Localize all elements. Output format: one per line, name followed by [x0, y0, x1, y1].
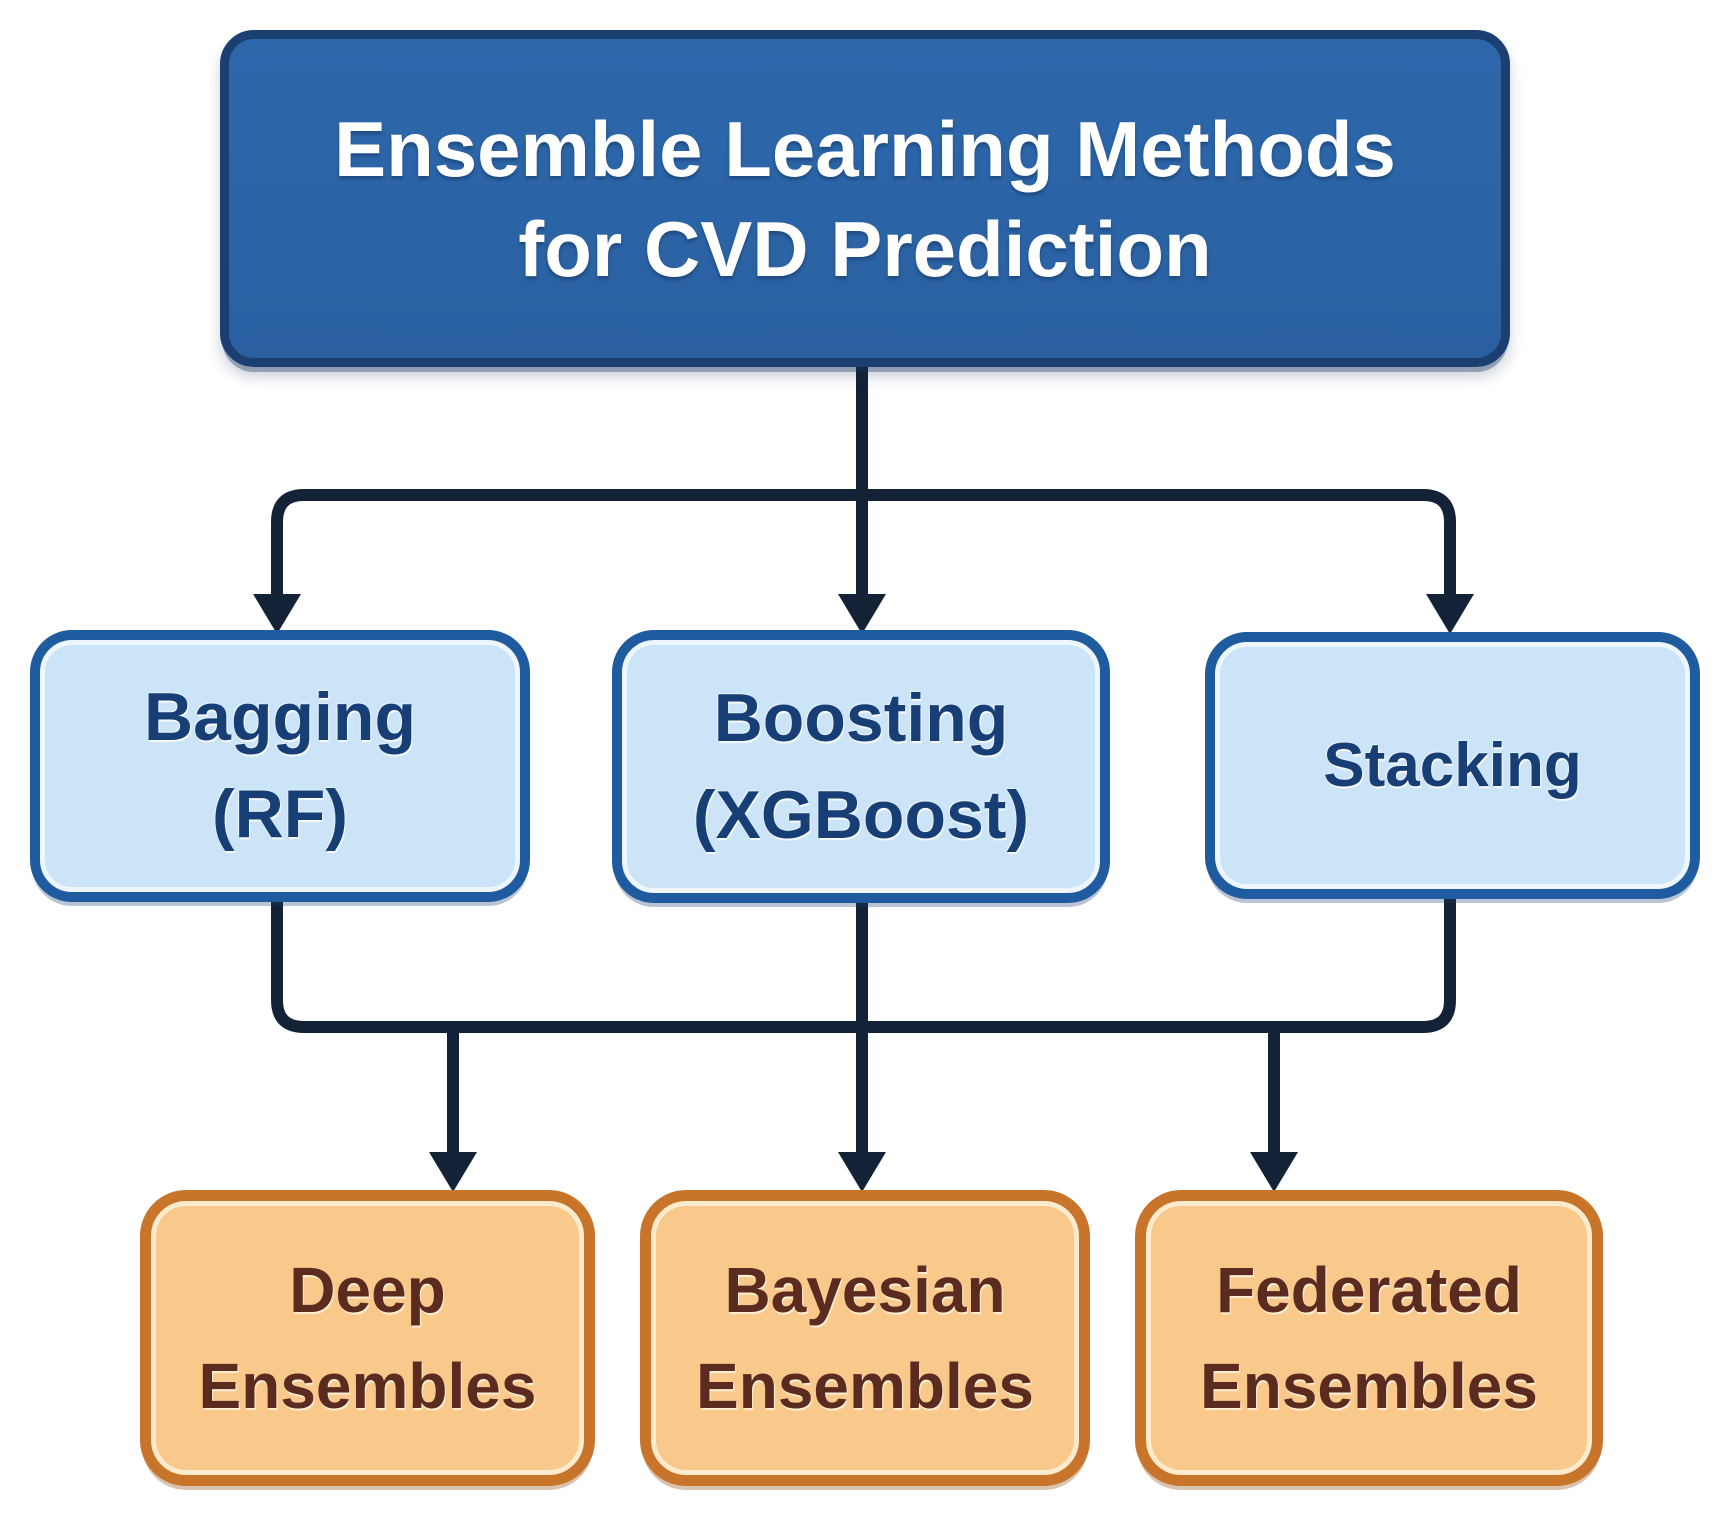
bayesian-label-line2: Ensembles [696, 1350, 1034, 1422]
arrowhead-into-federated-icon [1250, 1152, 1298, 1192]
arrowhead-into-bayesian-icon [838, 1152, 886, 1192]
stacking-label-line1: Stacking [1323, 731, 1582, 800]
federated-label-line2: Ensembles [1200, 1350, 1538, 1422]
node-bagging: Bagging (RF) [30, 630, 530, 902]
root-title-line2: for CVD Prediction [518, 204, 1212, 293]
node-boosting: Boosting (XGBoost) [612, 630, 1110, 903]
boosting-label-line1: Boosting [713, 679, 1009, 756]
node-deep-ensembles: Deep Ensembles [140, 1190, 595, 1486]
root-title-line1: Ensemble Learning Methods [334, 104, 1396, 193]
edge-root-split-bus [271, 489, 1456, 598]
node-federated-ensembles: Federated Ensembles [1135, 1190, 1603, 1486]
node-bayesian-ensembles: Bayesian Ensembles [640, 1190, 1090, 1486]
arrowhead-into-deep-icon [429, 1152, 477, 1192]
federated-label-line1: Federated [1216, 1254, 1522, 1326]
bayesian-label-line1: Bayesian [724, 1254, 1006, 1326]
node-stacking: Stacking [1205, 632, 1700, 899]
arrowhead-into-bagging-icon [253, 594, 301, 634]
deep-label-line1: Deep [289, 1254, 446, 1326]
boosting-label-line2: (XGBoost) [692, 776, 1030, 853]
bagging-label-line2: (RF) [212, 776, 348, 852]
arrowhead-into-stacking-icon [1426, 594, 1474, 634]
deep-label-line2: Ensembles [198, 1350, 537, 1422]
node-root-title: Ensemble Learning Methods for CVD Predic… [220, 30, 1510, 367]
bagging-label-line1: Bagging [144, 679, 416, 755]
arrowhead-into-boosting-icon [838, 594, 886, 634]
